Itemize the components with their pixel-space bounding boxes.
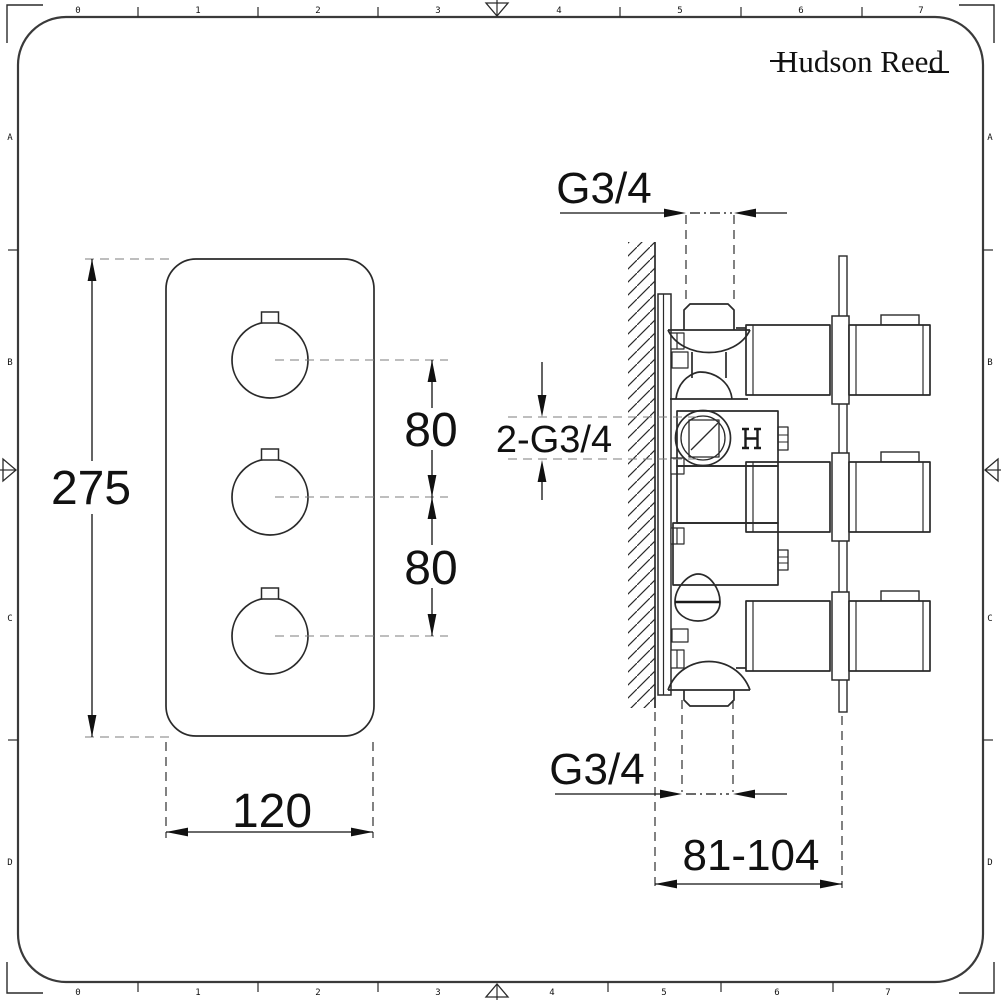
corner-trim-mark-bottom-left [6,962,43,994]
dimension-width: 120 [165,742,374,838]
center-mark-icon-top [484,0,510,18]
side-view: G3/4 2-G3/4 G3/4 81-104 [496,164,931,889]
dimension-width-label: 120 [232,785,312,838]
handle-cap [880,451,920,463]
handle [848,600,931,672]
dimension-top-port: G3/4 [556,164,787,218]
upper-dome-boss [670,371,748,400]
side-port-centerlines [508,416,700,460]
ruler-number: 5 [677,6,682,16]
ruler-number: 3 [435,6,440,16]
ruler-letter: B [7,358,12,368]
dimension-spacing-upper-label: 80 [404,404,457,457]
trim-collar [831,591,850,681]
trim-collar [831,452,850,542]
dimension-top-port-label: G3/4 [556,164,651,213]
ruler-number: 7 [918,6,923,16]
dimension-spacing-lower-label: 80 [404,542,457,595]
wall-hatching [628,242,655,708]
top-port-extension-lines [685,215,735,299]
ruler-number: 5 [661,988,666,998]
corner-trim-mark-top-right [959,4,995,43]
right-ruler: A B C D [987,133,993,868]
ruler-number: 0 [75,6,80,16]
mixer-port-inner [680,415,726,461]
hot-marking [742,427,761,450]
ruler-letter: C [987,614,992,624]
top-ruler: 0 1 2 3 4 5 6 7 [75,6,923,16]
ruler-number: 4 [556,6,561,16]
ruler-number: 4 [549,988,554,998]
cartridge-unit-bottom [745,590,931,681]
cartridge-unit-middle [745,451,931,542]
bottom-port-boss [667,660,751,691]
handle [848,324,931,396]
top-port-boss [667,329,751,354]
brand-name: Hudson Reed [776,44,944,79]
valve-body [667,303,789,707]
ruler-number: 1 [195,6,200,16]
cartridge-unit-top [745,314,931,405]
center-mark-icon-bottom [484,982,510,1000]
mid-body-block [676,465,779,524]
dimension-depth: 81-104 [655,831,842,889]
knob-index-tab [260,448,280,461]
ruler-number: 6 [798,6,803,16]
frame-outline [16,15,985,984]
ruler-letter: D [7,858,12,868]
center-mark-icon-right [983,457,1001,483]
top-port-stub [683,303,735,330]
trim-collar [831,315,850,405]
ruler-letter: A [987,133,993,143]
ruler-number: 0 [75,988,80,998]
fixing-lugs [670,332,689,669]
depth-extension-lines [654,712,843,888]
handle-cap [880,590,920,602]
ruler-letter: D [987,858,992,868]
bottom-ruler: 0 1 2 3 4 5 6 7 [75,988,890,998]
ruler-number: 1 [195,988,200,998]
cartridge [745,324,831,396]
dimension-bottom-port: G3/4 [549,745,787,799]
cartridge-units [745,314,931,681]
bottom-port-stub [683,690,735,707]
knob-index-tab [260,587,280,600]
ruler-ticks [8,7,993,992]
dimension-knob-spacing: 80 80 [404,360,458,636]
corner-trim-mark-top-left [6,4,43,43]
dimension-depth-label: 81-104 [682,831,819,880]
ruler-letter: B [987,358,992,368]
dimension-bottom-port-label: G3/4 [549,745,644,794]
knob-index-tab [260,311,280,324]
dimension-side-ports-label: 2-G3/4 [496,419,612,461]
dimension-height-label: 275 [51,462,131,515]
ruler-number: 2 [315,988,320,998]
ruler-number: 2 [315,6,320,16]
ruler-letter: A [7,133,13,143]
bottom-port-extension-lines [681,700,734,792]
corner-trim-mark-bottom-right [959,962,995,994]
ruler-number: 6 [774,988,779,998]
cartridge [745,600,831,672]
brand-logo: Hudson Reed [770,44,949,79]
left-ruler: A B C D [7,133,13,868]
union-nut [674,573,721,622]
center-mark-icon-left [0,457,18,483]
ruler-number: 3 [435,988,440,998]
dimension-side-ports: 2-G3/4 [496,362,612,500]
ruler-number: 7 [885,988,890,998]
ruler-letter: C [7,614,12,624]
front-view: 275 80 80 120 [51,258,458,838]
cartridge [745,461,831,533]
mounting-plate [657,293,672,696]
handle [848,461,931,533]
dimension-height: 275 [51,258,172,738]
handle-cap [880,314,920,326]
